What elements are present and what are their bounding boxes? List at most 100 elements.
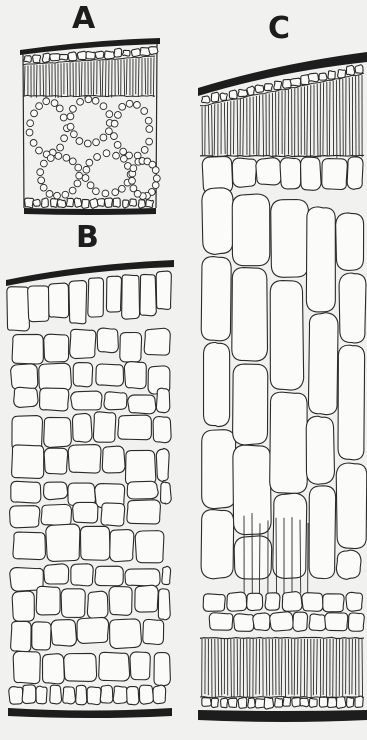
parenchyma-cell [109, 587, 132, 616]
palisade-cell-wall [43, 65, 44, 97]
epidermal-cell [290, 78, 301, 86]
parenchyma-cell [201, 257, 231, 341]
small-cell [247, 593, 263, 610]
spongy-cell [100, 134, 107, 141]
lower-epidermal-cell [25, 198, 34, 208]
parenchyma-cell [61, 589, 85, 618]
spongy-cell [47, 155, 54, 162]
epidermal-cell [50, 54, 60, 61]
spongy-cell [141, 108, 148, 115]
small-cell [293, 612, 308, 631]
parenchyma-cell [338, 345, 365, 460]
spongy-cell [100, 103, 107, 110]
palisade-cell-wall [259, 95, 260, 155]
hypodermal-cell [322, 159, 348, 190]
parenchyma-cell [125, 450, 155, 485]
lower-epidermal-cell [74, 198, 82, 207]
palisade-cell-wall [362, 639, 363, 697]
spongy-cell [38, 177, 45, 184]
lower-epidermal-cell [82, 199, 89, 208]
section-c-central-parenchyma [201, 188, 367, 593]
small-cell [282, 592, 302, 612]
lower-epidermal-cell [57, 200, 66, 208]
parenchyma-cell [234, 536, 272, 579]
spongy-cell [60, 114, 67, 121]
parenchyma-cell [44, 482, 68, 500]
spongy-cell [85, 96, 92, 103]
spongy-cell [76, 138, 83, 145]
lower-epidermal-cell [66, 198, 73, 206]
hypodermal-cell [301, 157, 322, 190]
lower-epidermal-cell [153, 685, 166, 704]
epidermal-cell [68, 52, 77, 61]
epidermal-cell [220, 93, 227, 100]
palisade-cell-wall [126, 59, 127, 95]
parenchyma-cell [46, 524, 80, 561]
parenchyma-cell [10, 506, 40, 528]
lower-epidermal-cell [33, 199, 41, 206]
spongy-cell [130, 165, 137, 172]
spongy-cell [141, 146, 148, 153]
palisade-cell-wall [237, 100, 238, 157]
small-cell [227, 592, 247, 611]
parenchyma-cell [130, 652, 150, 680]
parenchyma-cell [12, 334, 43, 364]
lower-epidermal-cell [238, 697, 247, 708]
epidermal-cell [308, 73, 318, 82]
lower-epidermal-cell [146, 200, 154, 208]
parenchyma-cell [201, 510, 234, 579]
parenchyma-cell [271, 200, 309, 278]
parenchyma-cell [122, 275, 140, 319]
small-cell [253, 613, 270, 631]
spongy-cell [75, 164, 82, 171]
parenchyma-cell [125, 569, 160, 586]
epidermal-cell [131, 49, 141, 57]
parenchyma-cell [202, 430, 236, 509]
palisade-cell-wall [294, 639, 295, 696]
lower-epidermal-cell [129, 199, 136, 206]
parenchyma-cell [339, 273, 366, 343]
parenchyma-cell [71, 391, 102, 410]
palisade-cell-wall [145, 58, 146, 94]
lower-epidermal-cell [275, 698, 283, 707]
palisade-cell-wall [214, 104, 215, 155]
lower-epidermal-cell [87, 687, 101, 705]
lower-epidermal-cell [50, 199, 57, 208]
epidermal-cell [114, 48, 122, 57]
section-c-drawing [196, 48, 367, 724]
hypodermal-cell [280, 158, 301, 189]
parenchyma-cell [13, 651, 40, 683]
parenchyma-cell [110, 530, 134, 562]
lower-epidermal-cell [347, 697, 354, 707]
lower-epidermal-cell [105, 198, 113, 207]
palisade-cell-wall [118, 60, 119, 95]
palisade-cell-wall [81, 62, 82, 95]
lower-epidermal-cell [127, 687, 139, 705]
spongy-cell [69, 187, 76, 194]
parenchyma-cell [118, 415, 152, 440]
spongy-cell [57, 144, 64, 151]
epidermal-cell [33, 55, 41, 63]
spongy-cell [93, 139, 100, 146]
spongy-cell [83, 166, 90, 173]
palisade-cell-wall [102, 61, 103, 96]
palisade-cell-wall [307, 86, 308, 157]
parenchyma-cell [88, 278, 104, 317]
parenchyma-cell [233, 364, 268, 445]
lower-epidermal-cell [336, 697, 346, 709]
section-a-drawing [20, 38, 160, 218]
spongy-cell [54, 192, 61, 199]
section-c-lower-cell-layer [203, 592, 364, 632]
parenchyma-cell [127, 481, 158, 499]
spongy-cell [87, 182, 94, 189]
lower-epidermal-cell [221, 698, 228, 708]
spongy-cell [40, 160, 47, 167]
parenchyma-cell [153, 416, 171, 442]
lower-epidermal-cell [211, 698, 218, 707]
palisade-cell-wall [349, 78, 350, 155]
parenchyma-cell [36, 586, 60, 615]
epidermal-cell [59, 54, 68, 59]
epidermal-cell [347, 65, 355, 75]
section-c-upper-palisade [200, 65, 364, 158]
